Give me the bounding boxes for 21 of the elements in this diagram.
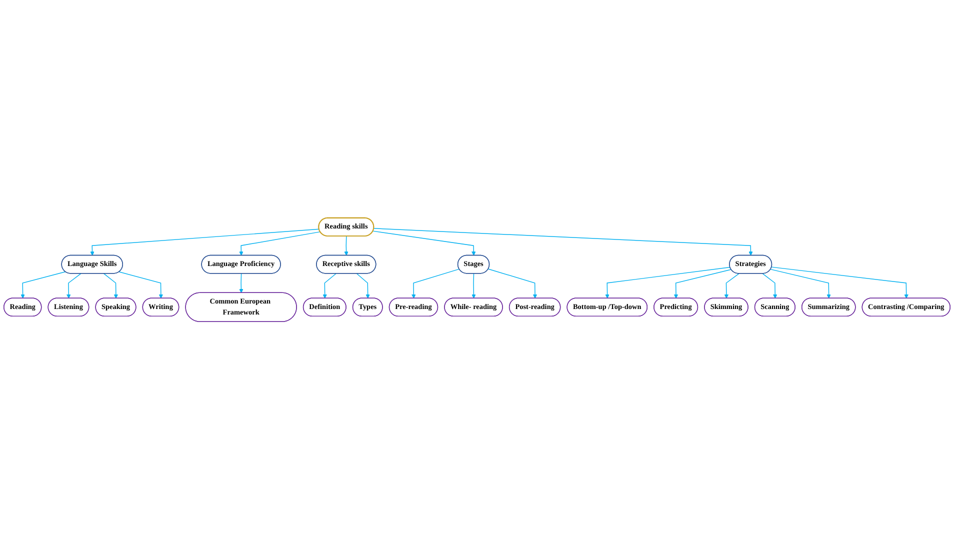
arrow	[488, 268, 538, 299]
arrow	[344, 236, 348, 256]
arrow	[118, 272, 164, 299]
arrow	[356, 274, 370, 299]
arrow	[239, 274, 244, 294]
arrow	[770, 269, 831, 299]
arrow	[771, 266, 908, 299]
arrow	[472, 274, 476, 299]
arrow	[322, 274, 336, 299]
arrow	[412, 268, 460, 299]
arrow	[103, 274, 118, 299]
arrow	[239, 232, 321, 256]
arrow	[20, 272, 66, 299]
arrow	[372, 230, 476, 256]
arrow	[373, 228, 753, 256]
arrow	[66, 274, 82, 299]
arrow	[724, 274, 740, 299]
arrow	[90, 229, 320, 256]
arrow	[674, 269, 732, 299]
arrow	[762, 274, 778, 299]
arrow	[605, 267, 730, 299]
